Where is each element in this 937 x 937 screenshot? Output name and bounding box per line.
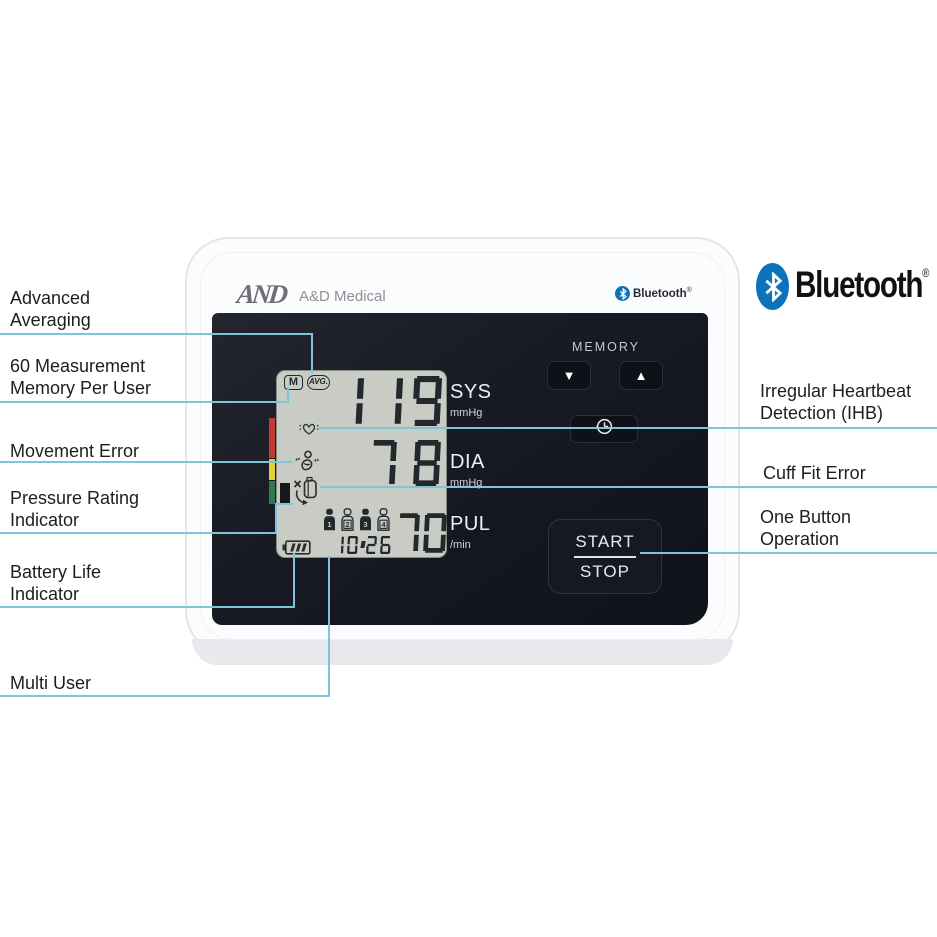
bluetooth-wordmark: Bluetooth	[795, 264, 924, 305]
memory-label: MEMORY	[571, 340, 641, 354]
callout-line-one-button	[640, 552, 937, 554]
start-stop-button[interactable]: START STOP	[548, 519, 662, 594]
and-brand-logo: AND	[235, 279, 287, 309]
brand-name: A&D Medical	[299, 288, 386, 305]
multi-user-icons: 1 2 3 4	[322, 508, 391, 531]
battery-icon	[282, 540, 311, 560]
sys-label: SYS	[450, 381, 492, 403]
pressure-marker	[280, 483, 290, 505]
callout-line-battery-riser	[293, 553, 295, 608]
callout-line-memory-riser	[287, 387, 289, 403]
registered-mark: ®	[686, 287, 692, 294]
pressure-rating-bar	[269, 418, 275, 504]
svg-text:1: 1	[327, 520, 331, 529]
user-icon: 1	[324, 508, 335, 531]
pul-unit: /min	[450, 539, 471, 551]
cuff-fit-error-icon	[291, 476, 322, 511]
bluetooth-icon	[756, 263, 789, 310]
callout-line-multi-user-riser	[328, 556, 330, 697]
callout-line-pressure-rating	[0, 532, 277, 534]
bp-monitor-device: AND A&D Medical Bluetooth ®	[185, 237, 740, 665]
callout-label-advanced-averaging: Advanced Averaging	[10, 288, 91, 330]
up-triangle-icon: ▲	[634, 368, 648, 383]
start-label: START	[575, 531, 635, 551]
callout-line-advanced-averaging-drop	[311, 333, 313, 373]
callout-label-ihb: Irregular Heartbeat Detection (IHB)	[760, 381, 912, 423]
clock-button[interactable]	[570, 415, 638, 443]
readout-sys: SYS mmHg	[450, 381, 492, 419]
button-divider	[574, 555, 636, 558]
device-top-band: AND A&D Medical Bluetooth ®	[187, 239, 738, 313]
movement-error-icon	[292, 448, 320, 481]
callout-label-one-button: One Button Operation	[760, 507, 852, 549]
pressure-green-segment	[269, 481, 275, 504]
bluetooth-badge-icon	[615, 286, 630, 301]
user-icon: 3	[360, 508, 371, 531]
readout-dia: DIA mmHg	[450, 451, 485, 489]
sys-unit: mmHg	[450, 407, 483, 419]
bluetooth-badge-label: Bluetooth	[633, 287, 687, 300]
callout-line-cuff-fit	[320, 486, 937, 488]
callout-label-memory: 60 Measurement Memory Per User	[10, 356, 152, 398]
pressure-yellow-segment	[269, 459, 275, 480]
callout-line-battery	[0, 606, 295, 608]
callout-line-multi-user	[0, 695, 330, 697]
registered-mark: ®	[922, 266, 930, 280]
device-bluetooth-badge: Bluetooth ®	[615, 286, 692, 301]
callout-label-battery: Battery Life Indicator	[10, 562, 102, 604]
irregular-heartbeat-icon	[298, 421, 320, 442]
memory-down-button[interactable]: ▼	[547, 361, 591, 390]
user-icon: 4	[377, 508, 390, 531]
callout-line-ihb	[318, 427, 937, 429]
sys-digits	[332, 376, 445, 426]
callout-line-memory	[0, 401, 289, 403]
pressure-red-segment	[269, 418, 275, 458]
svg-text:3: 3	[363, 520, 367, 529]
stop-label: STOP	[580, 561, 630, 581]
bluetooth-logo: Bluetooth ®	[756, 263, 937, 310]
callout-label-multi-user: Multi User	[10, 673, 92, 693]
avg-indicator-badge: AVG.	[307, 375, 330, 390]
dia-digits	[364, 440, 446, 486]
down-triangle-icon: ▼	[562, 368, 576, 383]
dia-label: DIA	[450, 451, 485, 473]
memory-up-button[interactable]: ▲	[619, 361, 663, 390]
callout-line-advanced-averaging	[0, 333, 313, 335]
callout-label-cuff-fit: Cuff Fit Error	[763, 463, 866, 483]
callout-label-pressure-rating: Pressure Rating Indicator	[10, 488, 140, 530]
callout-line-pressure-rating-riser	[275, 503, 277, 534]
readout-pul: PUL /min	[450, 513, 490, 551]
time-digits	[333, 536, 392, 554]
pul-label: PUL	[450, 513, 491, 535]
callout-label-movement-error: Movement Error	[10, 441, 140, 461]
control-panel: M AVG.	[212, 313, 708, 625]
pul-digits	[396, 512, 447, 554]
user-icon: 2	[341, 508, 354, 531]
callout-line-pressure-rating-tip	[275, 503, 293, 505]
svg-text:4: 4	[381, 520, 386, 529]
svg-text:2: 2	[345, 520, 349, 529]
clock-icon	[595, 417, 614, 441]
memory-indicator-badge: M	[284, 375, 303, 390]
callout-line-movement-error	[0, 461, 292, 463]
lcd-display: M AVG.	[276, 370, 447, 558]
